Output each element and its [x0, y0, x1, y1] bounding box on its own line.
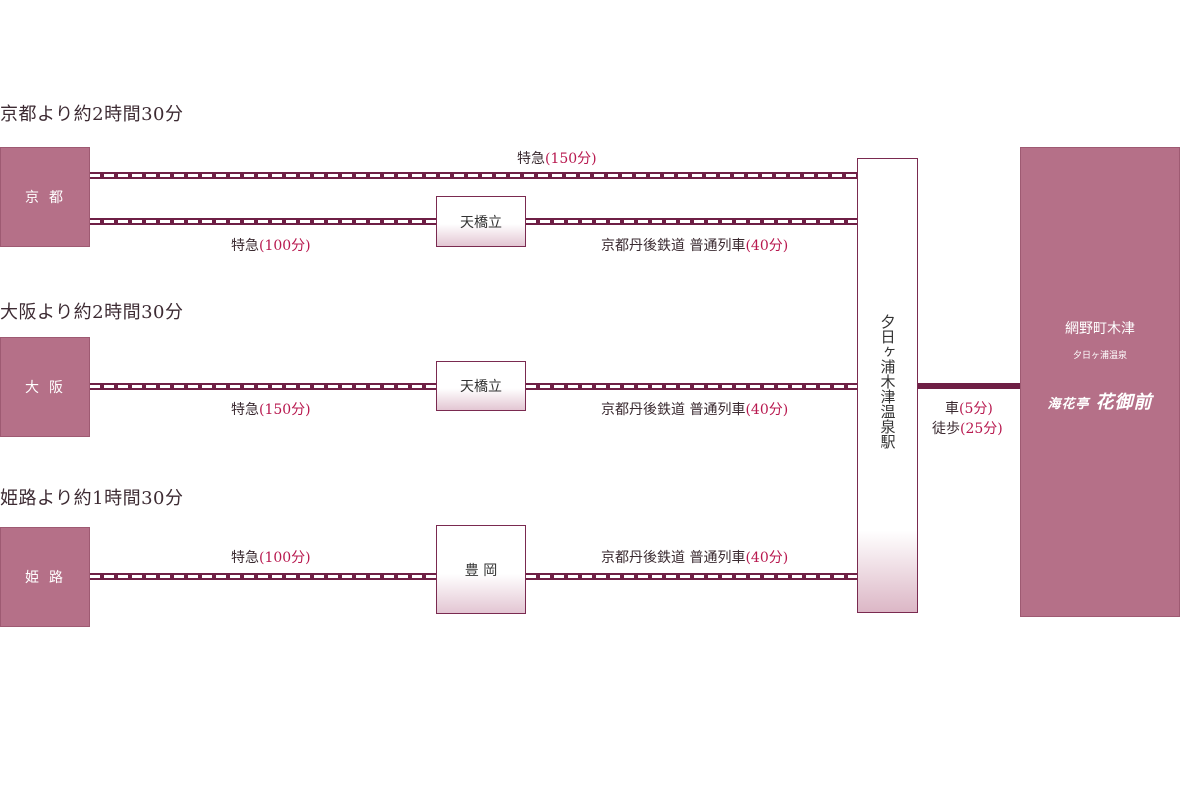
access-car-label: 車(5分): [945, 401, 993, 417]
station-amanohashidate-kyoto: 天橋立: [436, 196, 526, 247]
access-connector: [918, 383, 1020, 389]
rail-himeji-local: [526, 573, 857, 580]
hotel-logo-prefix: 海花亭: [1047, 397, 1090, 412]
rail-kyoto-express: [90, 218, 437, 225]
rail-kyoto-local: [526, 218, 857, 225]
route-label-osaka-local: 京都丹後鉄道 普通列車(40分): [601, 402, 789, 418]
himeji-heading: 姫路より約1時間30分: [0, 488, 184, 509]
access-walk-label: 徒歩(25分): [932, 421, 1003, 437]
hotel-logo: 海花亭花御前: [1021, 388, 1179, 414]
origin-kyoto: 京都: [0, 147, 90, 247]
osaka-heading: 大阪より約2時間30分: [0, 302, 184, 323]
station-toyooka: 豊 岡: [436, 525, 526, 614]
station-amanohashidate-osaka: 天橋立: [436, 361, 526, 411]
rail-osaka-express: [90, 383, 437, 390]
route-label-osaka-express: 特急(150分): [231, 402, 311, 418]
hotel-box: 網野町木津 夕日ヶ浦温泉 海花亭花御前: [1020, 147, 1180, 617]
hotel-area: 網野町木津: [1065, 321, 1135, 337]
route-label-himeji-express: 特急(100分): [231, 550, 311, 566]
hotel-logo-name: 花御前: [1095, 392, 1153, 413]
origin-osaka: 大阪: [0, 337, 90, 437]
terminal-station-name: 夕日ヶ浦木津温泉駅: [878, 314, 897, 449]
rail-kyoto-direct: [90, 172, 857, 179]
route-label-kyoto-direct: 特急(150分): [517, 151, 597, 167]
rail-osaka-local: [526, 383, 857, 390]
route-label-kyoto-express: 特急(100分): [231, 238, 311, 254]
route-label-kyoto-local: 京都丹後鉄道 普通列車(40分): [601, 238, 789, 254]
route-label-himeji-local: 京都丹後鉄道 普通列車(40分): [601, 550, 789, 566]
origin-himeji: 姫路: [0, 527, 90, 627]
hotel-onsen: 夕日ヶ浦温泉: [1072, 351, 1127, 361]
terminal-station-box: 夕日ヶ浦木津温泉駅: [857, 158, 918, 613]
rail-himeji-express: [90, 573, 437, 580]
kyoto-heading: 京都より約2時間30分: [0, 104, 184, 125]
